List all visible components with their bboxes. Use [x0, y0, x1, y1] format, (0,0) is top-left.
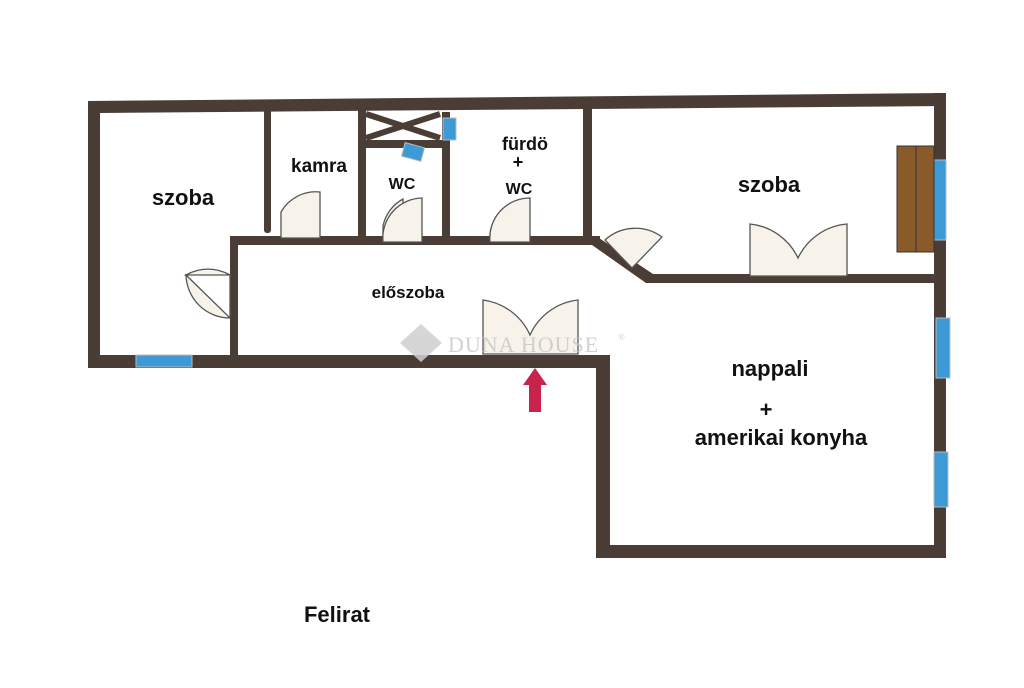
door-kamra[interactable]: [280, 191, 321, 239]
door-furdo[interactable]: [489, 197, 531, 243]
duna-house-logo-icon: [400, 324, 442, 362]
double-door-right-room[interactable]: [749, 223, 848, 277]
window-left-room: [135, 354, 193, 368]
room-label-konyha: amerikai konyha: [695, 425, 868, 450]
double-door-living[interactable]: [482, 299, 579, 355]
window-wc: [400, 142, 426, 162]
caption: Felirat: [304, 602, 371, 627]
room-label-furdo-plus: +: [513, 152, 524, 172]
room-label-szoba-right: szoba: [738, 172, 801, 197]
room-label-szoba-left: szoba: [152, 185, 215, 210]
windows: [135, 117, 951, 508]
room-label-kamra: kamra: [291, 156, 347, 177]
room-label-nappali: nappali: [731, 356, 808, 381]
room-label-nappali-plus: +: [760, 397, 773, 422]
doors: [183, 191, 848, 355]
door-wc-leaf[interactable]: [382, 197, 423, 243]
svg-text:DUNA HOUSE: DUNA HOUSE: [448, 332, 599, 357]
watermark: DUNA HOUSE ®: [400, 324, 626, 362]
wardrobe: [896, 145, 935, 253]
window-closet: [442, 117, 457, 141]
entrance-arrow-icon: [523, 368, 547, 412]
room-label-wc: WC: [389, 176, 416, 193]
room-label-furdo-wc: WC: [506, 181, 533, 198]
window-living-2: [933, 451, 949, 508]
window-living-1: [935, 317, 951, 379]
room-label-eloszoba: előszoba: [372, 283, 445, 302]
door-right-room[interactable]: [604, 227, 663, 269]
svg-text:®: ®: [618, 332, 626, 342]
room-label-furdo: fürdö: [502, 134, 548, 154]
door-left-room[interactable]: [185, 273, 231, 320]
